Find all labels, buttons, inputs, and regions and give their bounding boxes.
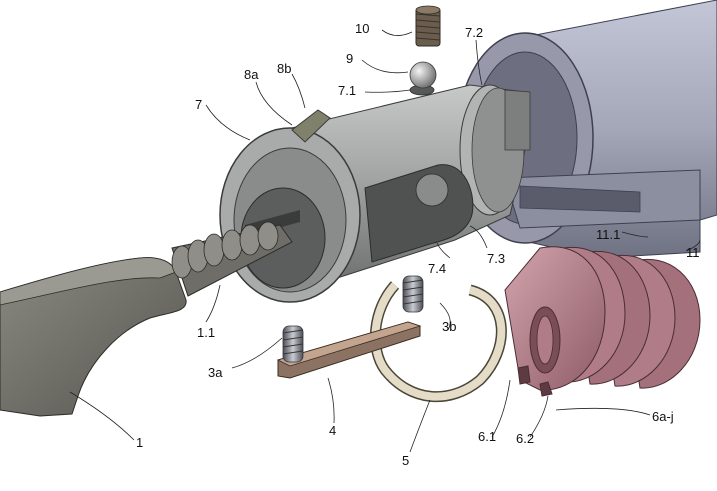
label-core-hole: 7.1 bbox=[338, 83, 357, 98]
label-spring-a: 3a bbox=[208, 365, 223, 380]
label-key-shaft: 1.1 bbox=[197, 325, 216, 340]
label-ball: 9 bbox=[346, 51, 354, 66]
label-housing: 11 bbox=[686, 245, 700, 260]
label-key: 1 bbox=[136, 435, 144, 450]
label-housing-channel: 11.1 bbox=[596, 227, 621, 242]
label-core-window: 7.3 bbox=[487, 251, 506, 266]
discs-6a-j bbox=[504, 246, 701, 397]
key-1 bbox=[0, 221, 293, 417]
set-screw-10 bbox=[415, 5, 441, 47]
label-locking-bar: 4 bbox=[329, 423, 337, 438]
key-shaft-1-1 bbox=[171, 221, 293, 297]
label-plug-a: 8a bbox=[244, 67, 259, 82]
spring-3a bbox=[282, 325, 304, 363]
label-discs: 6a-j bbox=[652, 409, 674, 424]
spring-3b bbox=[402, 275, 424, 313]
label-set-screw: 10 bbox=[355, 21, 370, 36]
label-spring-b: 3b bbox=[442, 319, 457, 334]
label-core-slot: 7.4 bbox=[428, 261, 447, 276]
label-retaining-ring: 5 bbox=[402, 453, 410, 468]
ball-9 bbox=[409, 61, 437, 89]
label-disc-notch-1: 6.1 bbox=[478, 429, 497, 444]
label-core: 7 bbox=[195, 97, 203, 112]
label-plug-b: 8b bbox=[277, 61, 292, 76]
core-7 bbox=[219, 84, 531, 303]
locking-bar-4 bbox=[276, 321, 422, 379]
label-disc-notch-2: 6.2 bbox=[516, 431, 535, 446]
label-core-groove: 7.2 bbox=[465, 25, 484, 40]
leader-lines bbox=[69, 29, 701, 453]
